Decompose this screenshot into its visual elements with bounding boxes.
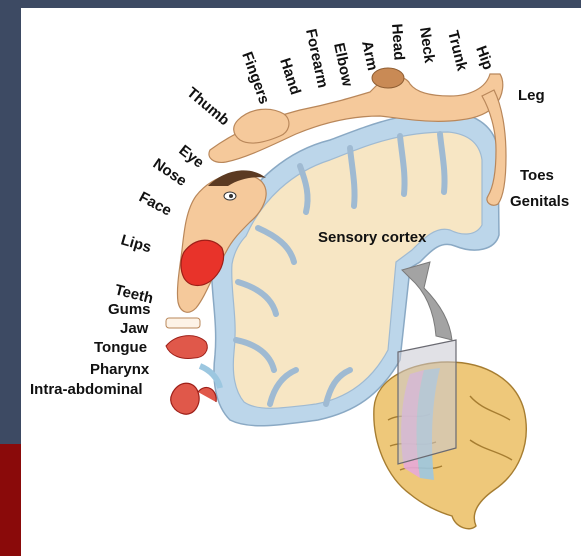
label-gums: Gums: [108, 301, 151, 318]
label-jaw: Jaw: [120, 320, 149, 337]
label-fingers: Fingers: [238, 50, 273, 107]
homunculus-intestine: [171, 383, 216, 414]
pointer-arrow: [402, 262, 452, 340]
section-plane: [398, 340, 456, 464]
homunculus-tongue: [166, 336, 207, 359]
label-eye: Eye: [176, 142, 208, 172]
label-head: Head: [388, 23, 408, 61]
label-hip: Hip: [472, 44, 496, 73]
label-neck: Neck: [416, 26, 438, 65]
label-arm: Arm: [358, 39, 381, 72]
label-elbow: Elbow: [330, 41, 356, 88]
label-trunk: Trunk: [444, 29, 471, 73]
label-pharynx: Pharynx: [90, 361, 150, 378]
label-genitals: Genitals: [510, 193, 569, 210]
label-leg: Leg: [518, 87, 545, 104]
label-toes: Toes: [520, 167, 554, 184]
homunculus-small-head: [372, 68, 404, 88]
homunculus-teeth: [166, 318, 200, 328]
label-tongue: Tongue: [94, 339, 147, 356]
label-thumb: Thumb: [183, 84, 232, 129]
label-lips: Lips: [119, 232, 153, 257]
homunculus-pupil: [229, 194, 233, 198]
label-forearm: Forearm: [302, 27, 331, 89]
label-intra-abdominal: Intra-abdominal: [30, 381, 143, 398]
label-face: Face: [136, 189, 174, 220]
label-sensory-cortex: Sensory cortex: [318, 229, 427, 246]
label-hand: Hand: [276, 56, 304, 97]
